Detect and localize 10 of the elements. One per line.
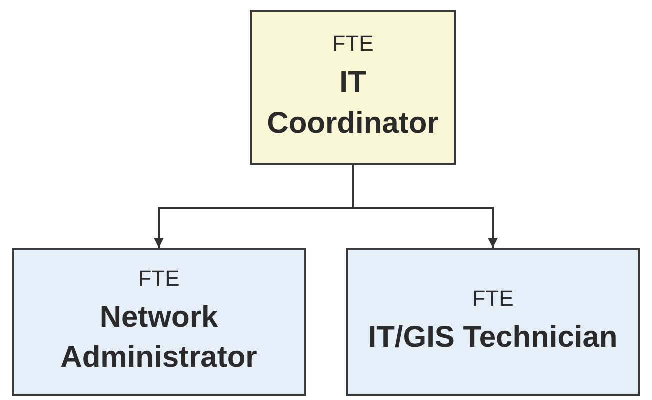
position-type-label: FTE bbox=[332, 31, 374, 57]
position-box bbox=[250, 10, 456, 165]
position-title: Network Administrator bbox=[60, 300, 258, 376]
position-box bbox=[12, 248, 306, 396]
position-title: IT Coordinator bbox=[266, 65, 440, 142]
position-type-label: FTE bbox=[472, 286, 514, 312]
position-title: IT/GIS Technician bbox=[368, 320, 618, 356]
connector-arrow bbox=[352, 165, 498, 248]
position-type-label: FTE bbox=[138, 266, 180, 292]
position-box bbox=[346, 248, 640, 396]
